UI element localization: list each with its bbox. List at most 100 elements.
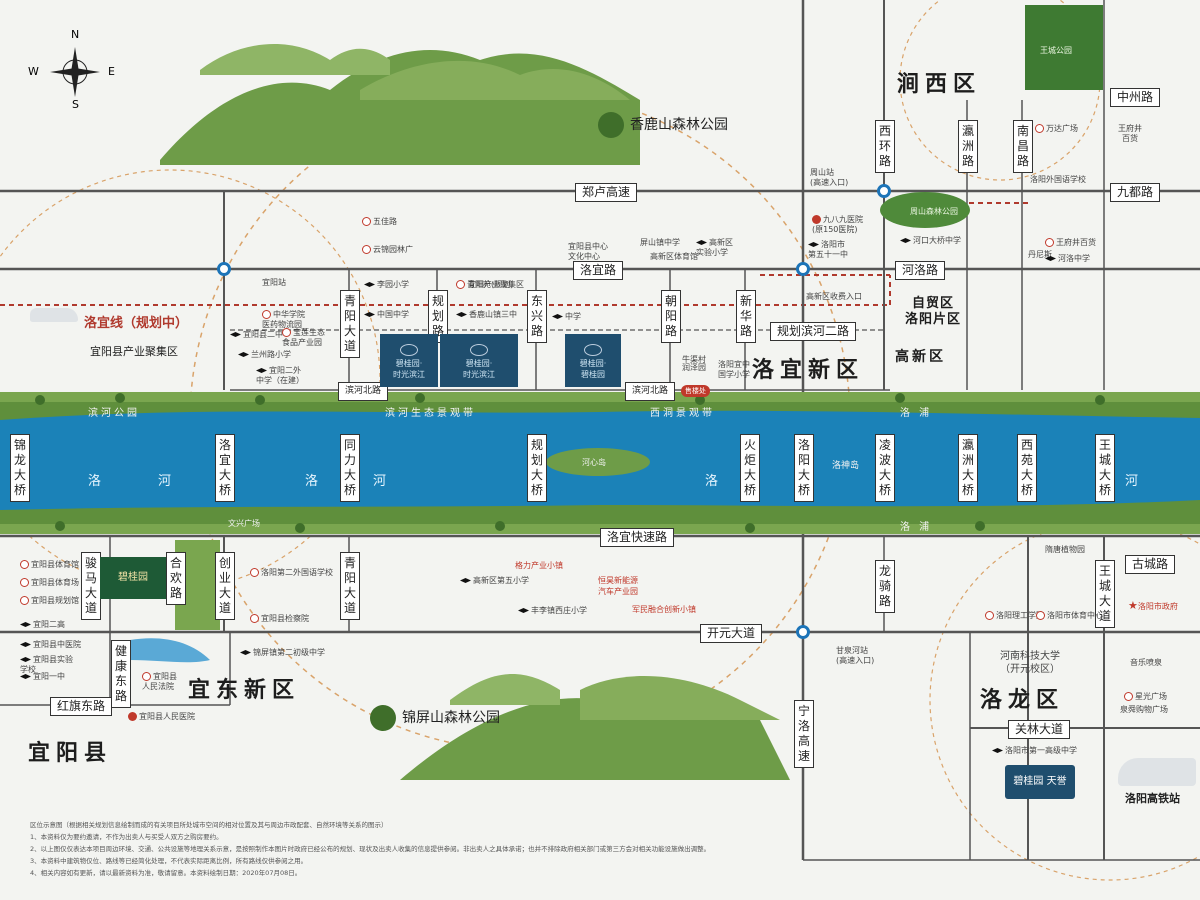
road-binhe2: 规划滨河二路	[770, 322, 857, 341]
park-wangcheng: 王城公园	[1040, 46, 1072, 55]
school-icon	[456, 312, 467, 317]
school-icon	[20, 674, 31, 679]
poi-xianglu-no3: 香鹿山镇三中	[456, 310, 517, 320]
river-he-3: 河	[1125, 474, 1139, 489]
district-luoyi-new: 洛宜新区	[752, 358, 865, 383]
bridge-xiyuan: 西苑大桥	[1017, 434, 1037, 502]
poi-dot-icon	[1036, 611, 1045, 620]
note-4: 4、相关内容如有更新，请以最新资料为准，敬请留意。本资料绘制日期：2020年07…	[30, 869, 302, 877]
school-icon	[20, 657, 31, 662]
poi-qingyang-garden: 青阳苑(规划)	[456, 280, 513, 290]
poi-gaoxin-primary: 高新区第五小学	[460, 576, 529, 586]
sales-office-badge: 售楼处	[681, 385, 710, 397]
road-xinhua: 新华路	[736, 290, 756, 343]
road-ningluo: 宁洛高速	[794, 700, 814, 768]
river-he-1: 河	[158, 474, 172, 489]
road-guanlin: 关林大道	[1008, 720, 1071, 739]
poi-liyuan: 李园小学	[364, 280, 409, 290]
poi-gaoxin-stadium: 高新区体育馆	[650, 252, 698, 261]
poi-yiyang-industry-2: 宜阳产业聚集区	[468, 280, 524, 289]
poi-lanyuan: 兰州路小学	[238, 350, 291, 360]
school-icon	[20, 622, 31, 627]
note-1: 1、本资料仅为要约邀请，不作为出卖人与买受人双方之购房要约。	[30, 833, 223, 841]
project-block-3[interactable]: 碧桂园· 碧桂园	[565, 334, 621, 387]
road-zhenglu: 郑卢高速	[575, 183, 638, 202]
poi-danni: 丹尼斯	[1028, 250, 1052, 259]
bank-binhe-park: 滨河公园	[88, 408, 140, 419]
compass-w: W	[28, 65, 39, 78]
star-icon: ★	[1128, 599, 1138, 612]
bank-eco-belt: 滨河生态景观带	[385, 408, 476, 419]
poi-quanshuo: 泉舜购物广场	[1120, 705, 1168, 714]
park-zhoushan: 周山森林公园	[910, 207, 958, 216]
bridge-luoyang: 洛阳大桥	[794, 434, 814, 502]
school-icon	[238, 352, 249, 357]
road-qingyang-south: 青阳大道	[340, 552, 360, 620]
poi-dot-icon	[142, 672, 151, 681]
school-icon	[240, 650, 251, 655]
poi-dot-icon	[20, 560, 29, 569]
poi-yiyang-industry: 宜阳县产业聚集区	[90, 345, 178, 358]
district-gaoxin: 高新区	[895, 349, 946, 365]
note-2: 2、以上图仅仅表达本项目周边环境、交通、公共设施等地理关系示意，是按照制作本图片…	[30, 845, 711, 853]
poi-yiyang-experiment: 宜阳二外 中学（在建）	[256, 366, 304, 385]
poi-yiyang-yizhong: 宜阳一中	[20, 672, 65, 682]
project-block-1[interactable]: 碧桂园· 时光滨江	[380, 334, 438, 387]
poi-zhonghua: 中华学院 医药物流园	[262, 310, 305, 329]
project-bgy-tianyu[interactable]: 碧桂园 天誉	[1005, 765, 1075, 799]
poi-dot-icon	[250, 568, 259, 577]
poi-ganquan: 甘泉河站 (高速入口)	[836, 646, 875, 665]
road-chaoyang: 朝阳路	[661, 290, 681, 343]
interchange-icon	[877, 184, 891, 198]
road-nanchang: 南昌路	[1013, 120, 1033, 173]
interchange-icon	[796, 625, 810, 639]
poi-wujia: 五佳路	[362, 217, 397, 227]
poi-zhoushan-station: 周山站 (高速入口)	[810, 168, 849, 187]
road-kaiyuan: 开元大道	[700, 624, 763, 643]
poi-dot-icon	[985, 611, 994, 620]
poi-yunjin: 云锦园林广	[362, 245, 413, 255]
compass-rose-icon	[50, 47, 100, 97]
note-0: 区位示意图（根据相关规划信息绘制而成的有关项目所处城市空间的相对位置及其与周边市…	[30, 821, 388, 829]
poi-zhongzhu: 中国中学	[364, 310, 409, 320]
river-luo-1: 洛	[88, 474, 102, 489]
poi-music-fountain: 音乐喷泉	[1130, 658, 1162, 667]
bank-heshen: 河心岛	[582, 458, 606, 467]
project-block-2[interactable]: 碧桂园· 时光滨江	[440, 334, 518, 387]
poi-gov: ★洛阳市政府	[1128, 599, 1178, 612]
poi-ligong: 洛阳理工学院	[985, 611, 1044, 621]
poi-yiyang-gym: 宜阳县体育馆	[20, 560, 79, 570]
bank-wenxing: 文兴广场	[228, 519, 260, 528]
poi-gaoxin-toll: 高新区收费入口	[806, 292, 862, 301]
poi-luoyang-yizhong: 洛阳宜中 国学小学	[718, 360, 750, 379]
poi-xingguang: 星光广场	[1124, 692, 1167, 702]
poi-yiyang-er: 宜阳二高	[20, 620, 65, 630]
poi-niuqu: 牛渠村	[682, 355, 706, 364]
poi-luoyang-foreign: 洛阳外国语学校	[1030, 175, 1086, 184]
bridge-yingzhou: 瀛洲大桥	[958, 434, 978, 502]
road-qingyang: 青阳大道	[340, 290, 360, 358]
poi-jinping-2: 锦屏镇第二初级中学	[240, 648, 325, 658]
bank-luoshen: 洛神岛	[832, 461, 860, 471]
poi-jiubajiu: 九八九医院 (原150医院)	[812, 215, 863, 234]
poi-wangfujing-2: 王府井百货	[1045, 238, 1096, 248]
project-bgy-yiyang[interactable]: 碧桂园	[100, 557, 166, 599]
bridge-jinlong: 锦龙大桥	[10, 434, 30, 502]
road-binhe-north-2: 滨河北路	[625, 382, 676, 401]
compass-s: S	[72, 98, 79, 111]
poi-dot-icon	[362, 217, 371, 226]
road-hongqi-east: 红旗东路	[50, 697, 113, 716]
road-jiankang: 健康东路	[111, 640, 131, 708]
poi-dot-icon	[362, 245, 371, 254]
park-jinping: 锦屏山森林公园	[370, 705, 500, 731]
bank-luopu-2: 洛 浦	[900, 522, 933, 533]
school-icon	[256, 368, 267, 373]
bridge-lingbo: 凌波大桥	[875, 434, 895, 502]
road-gucheng: 古城路	[1125, 555, 1176, 574]
school-icon	[552, 314, 563, 319]
note-3: 3、本资料中建筑物仅位、路线等已经简化处理，不代表实际距离比例，所有路线仅供参阅…	[30, 857, 308, 865]
school-icon	[992, 748, 1003, 753]
compass-n: N	[71, 28, 80, 41]
poi-yiyang-zhongji: 宜阳县中医院	[20, 640, 81, 650]
